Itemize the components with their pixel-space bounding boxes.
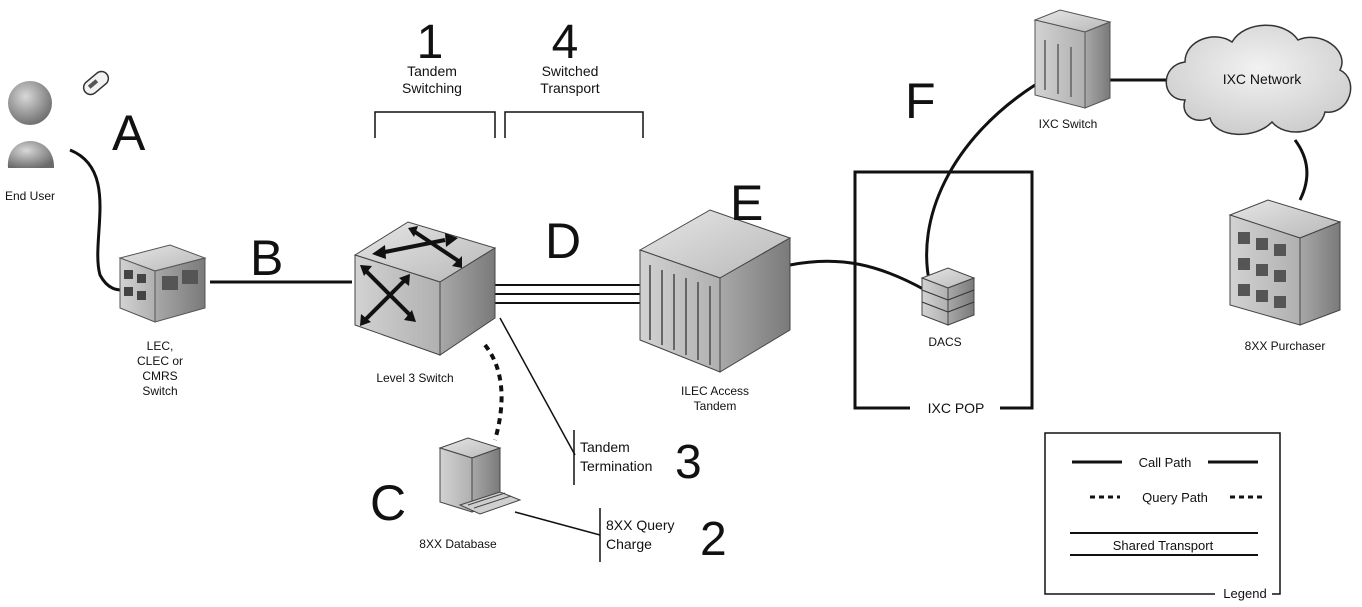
level3-switch-icon: [353, 221, 497, 356]
legend-box: [1044, 432, 1281, 595]
tandem-switching-label-2: Switching: [402, 80, 462, 96]
lec-switch-label-3: CMRS: [142, 369, 177, 383]
ixc-switch-icon: [1033, 9, 1112, 109]
letter-b: B: [250, 230, 283, 286]
phone-icon: [82, 70, 110, 96]
legend-call-path: Call Path: [1139, 455, 1192, 470]
number-1: 1: [417, 16, 444, 69]
query-charge-label-1: 8XX Query: [606, 517, 674, 533]
ilec-tandem-label-2: Tandem: [694, 399, 737, 413]
query-charge-pointer: [514, 511, 601, 536]
letter-d: D: [545, 213, 581, 269]
lec-switch-label-1: LEC,: [147, 339, 174, 353]
lec-switch-icon: [118, 244, 207, 323]
letter-a: A: [112, 105, 146, 161]
query-charge-label-2: Charge: [606, 536, 652, 552]
switched-transport-label-2: Transport: [540, 80, 600, 96]
ixc-pop-box: [853, 170, 1034, 410]
letter-f: F: [905, 73, 936, 129]
letter-c: C: [370, 475, 406, 531]
database-label: 8XX Database: [419, 537, 497, 551]
database-icon: [438, 437, 522, 515]
connections: [69, 78, 1309, 536]
dacs-label: DACS: [928, 335, 961, 349]
purchaser-label: 8XX Purchaser: [1245, 339, 1326, 353]
lec-switch-label-4: Switch: [142, 384, 177, 398]
call-path-ilec-dacs: [789, 259, 926, 292]
ixc-network-label: IXC Network: [1223, 71, 1303, 87]
switched-transport-label-1: Switched: [542, 63, 599, 79]
end-user-label: End User: [5, 189, 55, 203]
tandem-termination-label-2: Termination: [580, 458, 652, 474]
ilec-tandem-label-1: ILEC Access: [681, 384, 749, 398]
tandem-termination-label-1: Tandem: [580, 439, 630, 455]
bracket-switched-transport: [504, 111, 644, 138]
query-path-level3-db: [483, 343, 504, 441]
ilec-tandem-icon: [638, 209, 792, 373]
level3-switch-label: Level 3 Switch: [376, 371, 453, 385]
legend-query-path: Query Path: [1142, 490, 1208, 505]
ixc-pop-label: IXC POP: [928, 400, 985, 416]
number-3: 3: [675, 436, 702, 489]
number-4: 4: [552, 16, 579, 69]
dacs-icon: [920, 267, 976, 326]
call-path-dacs-ixcswitch: [925, 83, 1036, 286]
tandem-termination-pointer: [499, 317, 576, 456]
purchaser-building-icon: [1228, 199, 1342, 326]
tandem-switching-label-1: Tandem: [407, 63, 457, 79]
bracket-tandem-switching: [374, 111, 496, 138]
call-path-cloud-purchaser: [1293, 139, 1309, 201]
end-user-icon: [7, 81, 55, 168]
call-path-enduser-lec: [69, 148, 123, 292]
legend-shared-transport: Shared Transport: [1113, 538, 1214, 553]
ixc-network-cloud-icon: [1165, 24, 1352, 135]
letter-e: E: [730, 175, 763, 231]
ixc-switch-label: IXC Switch: [1039, 117, 1098, 131]
legend-title: Legend: [1223, 586, 1266, 601]
number-2: 2: [700, 513, 727, 566]
lec-switch-label-2: CLEC or: [137, 354, 183, 368]
